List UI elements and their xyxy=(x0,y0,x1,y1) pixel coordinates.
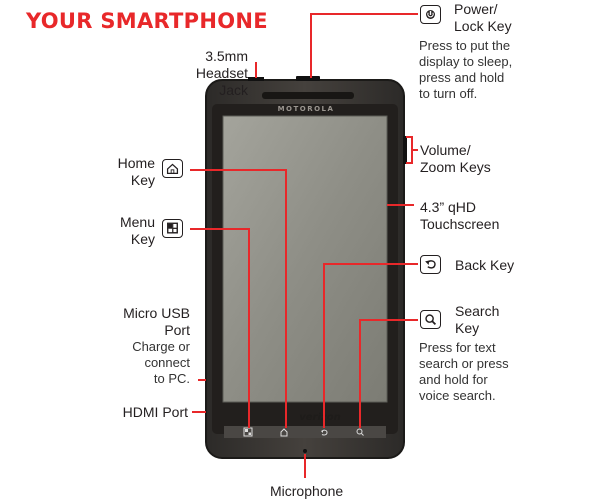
callout-touchscreen: 4.3” qHD Touchscreen xyxy=(420,199,499,233)
power-line1: Power/ xyxy=(454,1,498,17)
leader-power xyxy=(310,13,418,78)
power-button xyxy=(296,76,320,81)
headset-jack xyxy=(248,77,264,81)
power-line2: Lock Key xyxy=(454,18,512,34)
callout-search-desc: Press for text search or press and hold … xyxy=(419,340,509,404)
home-key-line1: Home xyxy=(117,155,155,171)
key-strip xyxy=(224,426,386,438)
search-desc3: and hold for xyxy=(419,372,488,387)
micro-usb-desc3: to PC. xyxy=(153,371,190,386)
carrier-logo: verizon xyxy=(299,412,340,423)
back-icon xyxy=(420,255,441,274)
menu-key-line1: Menu xyxy=(119,214,155,230)
page-title: YOUR SMARTPHONE xyxy=(26,9,268,33)
touchscreen-line1: 4.3” qHD xyxy=(420,199,477,215)
microphone-hole xyxy=(303,449,307,453)
touchscreen xyxy=(222,115,388,403)
headset-jack-line3: Jack xyxy=(219,82,248,98)
volume-line2: Zoom Keys xyxy=(420,159,491,175)
power-desc3: press and hold xyxy=(419,70,505,85)
power-desc2: display to sleep, xyxy=(419,54,513,69)
search-desc4: voice search. xyxy=(419,388,496,403)
callout-power-desc: Press to put the display to sleep, press… xyxy=(419,38,512,102)
search-line2: Key xyxy=(455,320,480,336)
callout-menu-key: Menu Key xyxy=(120,214,155,248)
earpiece xyxy=(262,92,354,99)
callout-hdmi-port: HDMI Port xyxy=(122,404,188,420)
leader-home xyxy=(190,169,287,428)
home-key-line2: Key xyxy=(130,172,155,188)
headset-jack-line1: 3.5mm xyxy=(205,48,248,64)
volume-rocker xyxy=(403,136,407,164)
brand-logo: MOTOROLA xyxy=(278,105,335,113)
search-line1: Search xyxy=(455,303,500,319)
leader-volume xyxy=(406,136,418,164)
callout-power-key: Power/ Lock Key xyxy=(454,1,512,35)
home-key xyxy=(280,428,288,437)
power-icon xyxy=(420,5,441,24)
power-desc1: Press to put the xyxy=(419,38,511,53)
power-desc4: to turn off. xyxy=(419,86,478,101)
back-key xyxy=(321,429,328,436)
callout-volume-keys: Volume/ Zoom Keys xyxy=(420,142,491,176)
micro-usb-line2: Port xyxy=(164,322,190,338)
menu-key-line2: Key xyxy=(130,231,155,247)
callout-home-key: Home Key xyxy=(118,155,155,189)
search-key xyxy=(356,428,364,436)
callout-headset-jack: 3.5mm Headset Jack xyxy=(196,48,248,99)
search-desc2: search or press xyxy=(419,356,509,371)
headset-jack-line2: Headset xyxy=(195,65,248,81)
home-icon xyxy=(162,159,183,178)
micro-usb-desc2: connect xyxy=(144,355,190,370)
menu-icon xyxy=(162,219,183,238)
leader-menu xyxy=(190,228,250,428)
search-desc1: Press for text xyxy=(419,340,496,355)
leader-search xyxy=(359,319,418,428)
callout-micro-usb: Micro USB Port Charge or connect to PC. xyxy=(123,305,190,387)
volume-line1: Volume/ xyxy=(420,142,471,158)
micro-usb-desc1: Charge or xyxy=(132,339,190,354)
search-icon xyxy=(420,310,441,329)
touchscreen-line2: Touchscreen xyxy=(420,216,500,232)
callout-back-key: Back Key xyxy=(455,257,515,273)
micro-usb-line1: Micro USB xyxy=(123,305,190,321)
callout-microphone: Microphone xyxy=(270,483,344,499)
leader-back xyxy=(323,263,418,428)
callout-search-key: Search Key xyxy=(455,303,499,337)
